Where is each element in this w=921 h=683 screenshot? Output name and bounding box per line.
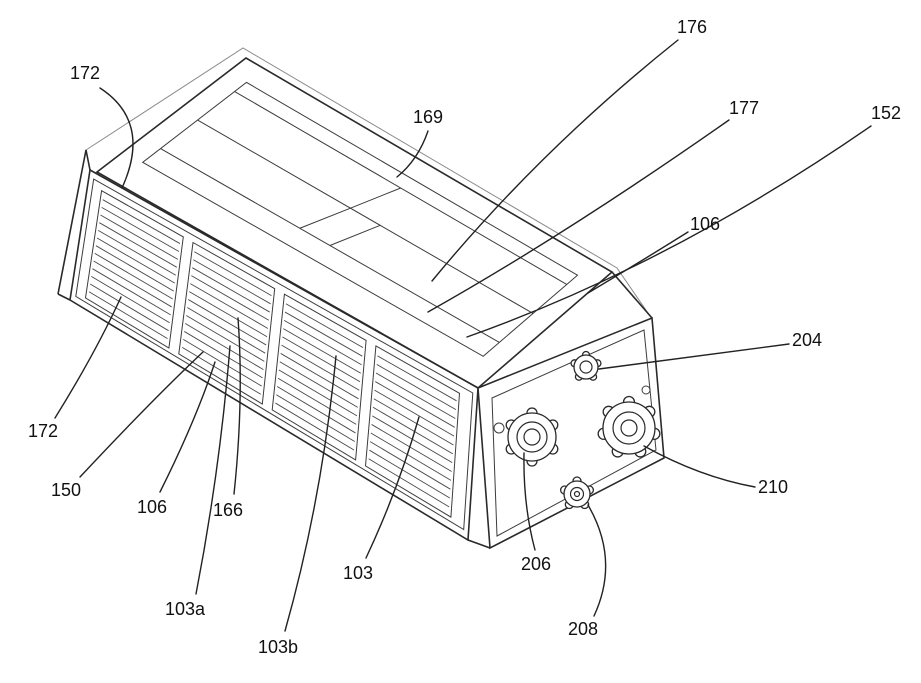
ref-label-204: 204 xyxy=(792,330,822,350)
leader-line-206 xyxy=(523,452,536,551)
ref-label-103: 103 xyxy=(343,563,373,583)
ref-label-103a: 103a xyxy=(165,599,206,619)
ref-label-106-right: 106 xyxy=(690,214,720,234)
ref-label-172-left: 172 xyxy=(28,421,58,441)
end-cap-ports xyxy=(505,350,661,510)
ref-label-172-top: 172 xyxy=(70,63,100,83)
leader-lines xyxy=(54,39,872,632)
leader-line-176 xyxy=(431,39,679,282)
leader-line-103 xyxy=(365,416,420,559)
ref-label-166: 166 xyxy=(213,500,243,520)
leader-line-152 xyxy=(466,125,872,338)
ref-label-106-left: 106 xyxy=(137,497,167,517)
ref-label-176: 176 xyxy=(677,17,707,37)
leader-line-166 xyxy=(233,317,241,495)
leader-line-172-left xyxy=(54,296,122,419)
cover-outline xyxy=(57,47,651,317)
ref-label-152: 152 xyxy=(871,103,901,123)
ref-label-103b: 103b xyxy=(258,637,298,657)
leader-line-204 xyxy=(598,343,790,370)
leader-line-106-left xyxy=(159,361,216,493)
leader-line-103b xyxy=(284,355,337,632)
ref-label-150: 150 xyxy=(51,480,81,500)
front-grille-panels xyxy=(69,168,479,542)
leader-line-210 xyxy=(643,445,756,488)
ref-label-206: 206 xyxy=(521,554,551,574)
ref-label-169: 169 xyxy=(413,107,443,127)
ref-label-210: 210 xyxy=(758,477,788,497)
leader-line-177 xyxy=(427,119,730,313)
ref-label-177: 177 xyxy=(729,98,759,118)
reference-numerals: 172 169 176 177 152 106 204 172 150 106 166 103a 103… xyxy=(28,17,901,657)
leader-line-103a xyxy=(195,345,231,595)
ref-label-208: 208 xyxy=(568,619,598,639)
leader-line-208 xyxy=(587,504,607,617)
leader-line-106-right xyxy=(587,231,689,294)
leader-line-172-top xyxy=(99,87,134,189)
leader-line-150 xyxy=(79,351,204,478)
leader-line-169 xyxy=(396,130,429,178)
